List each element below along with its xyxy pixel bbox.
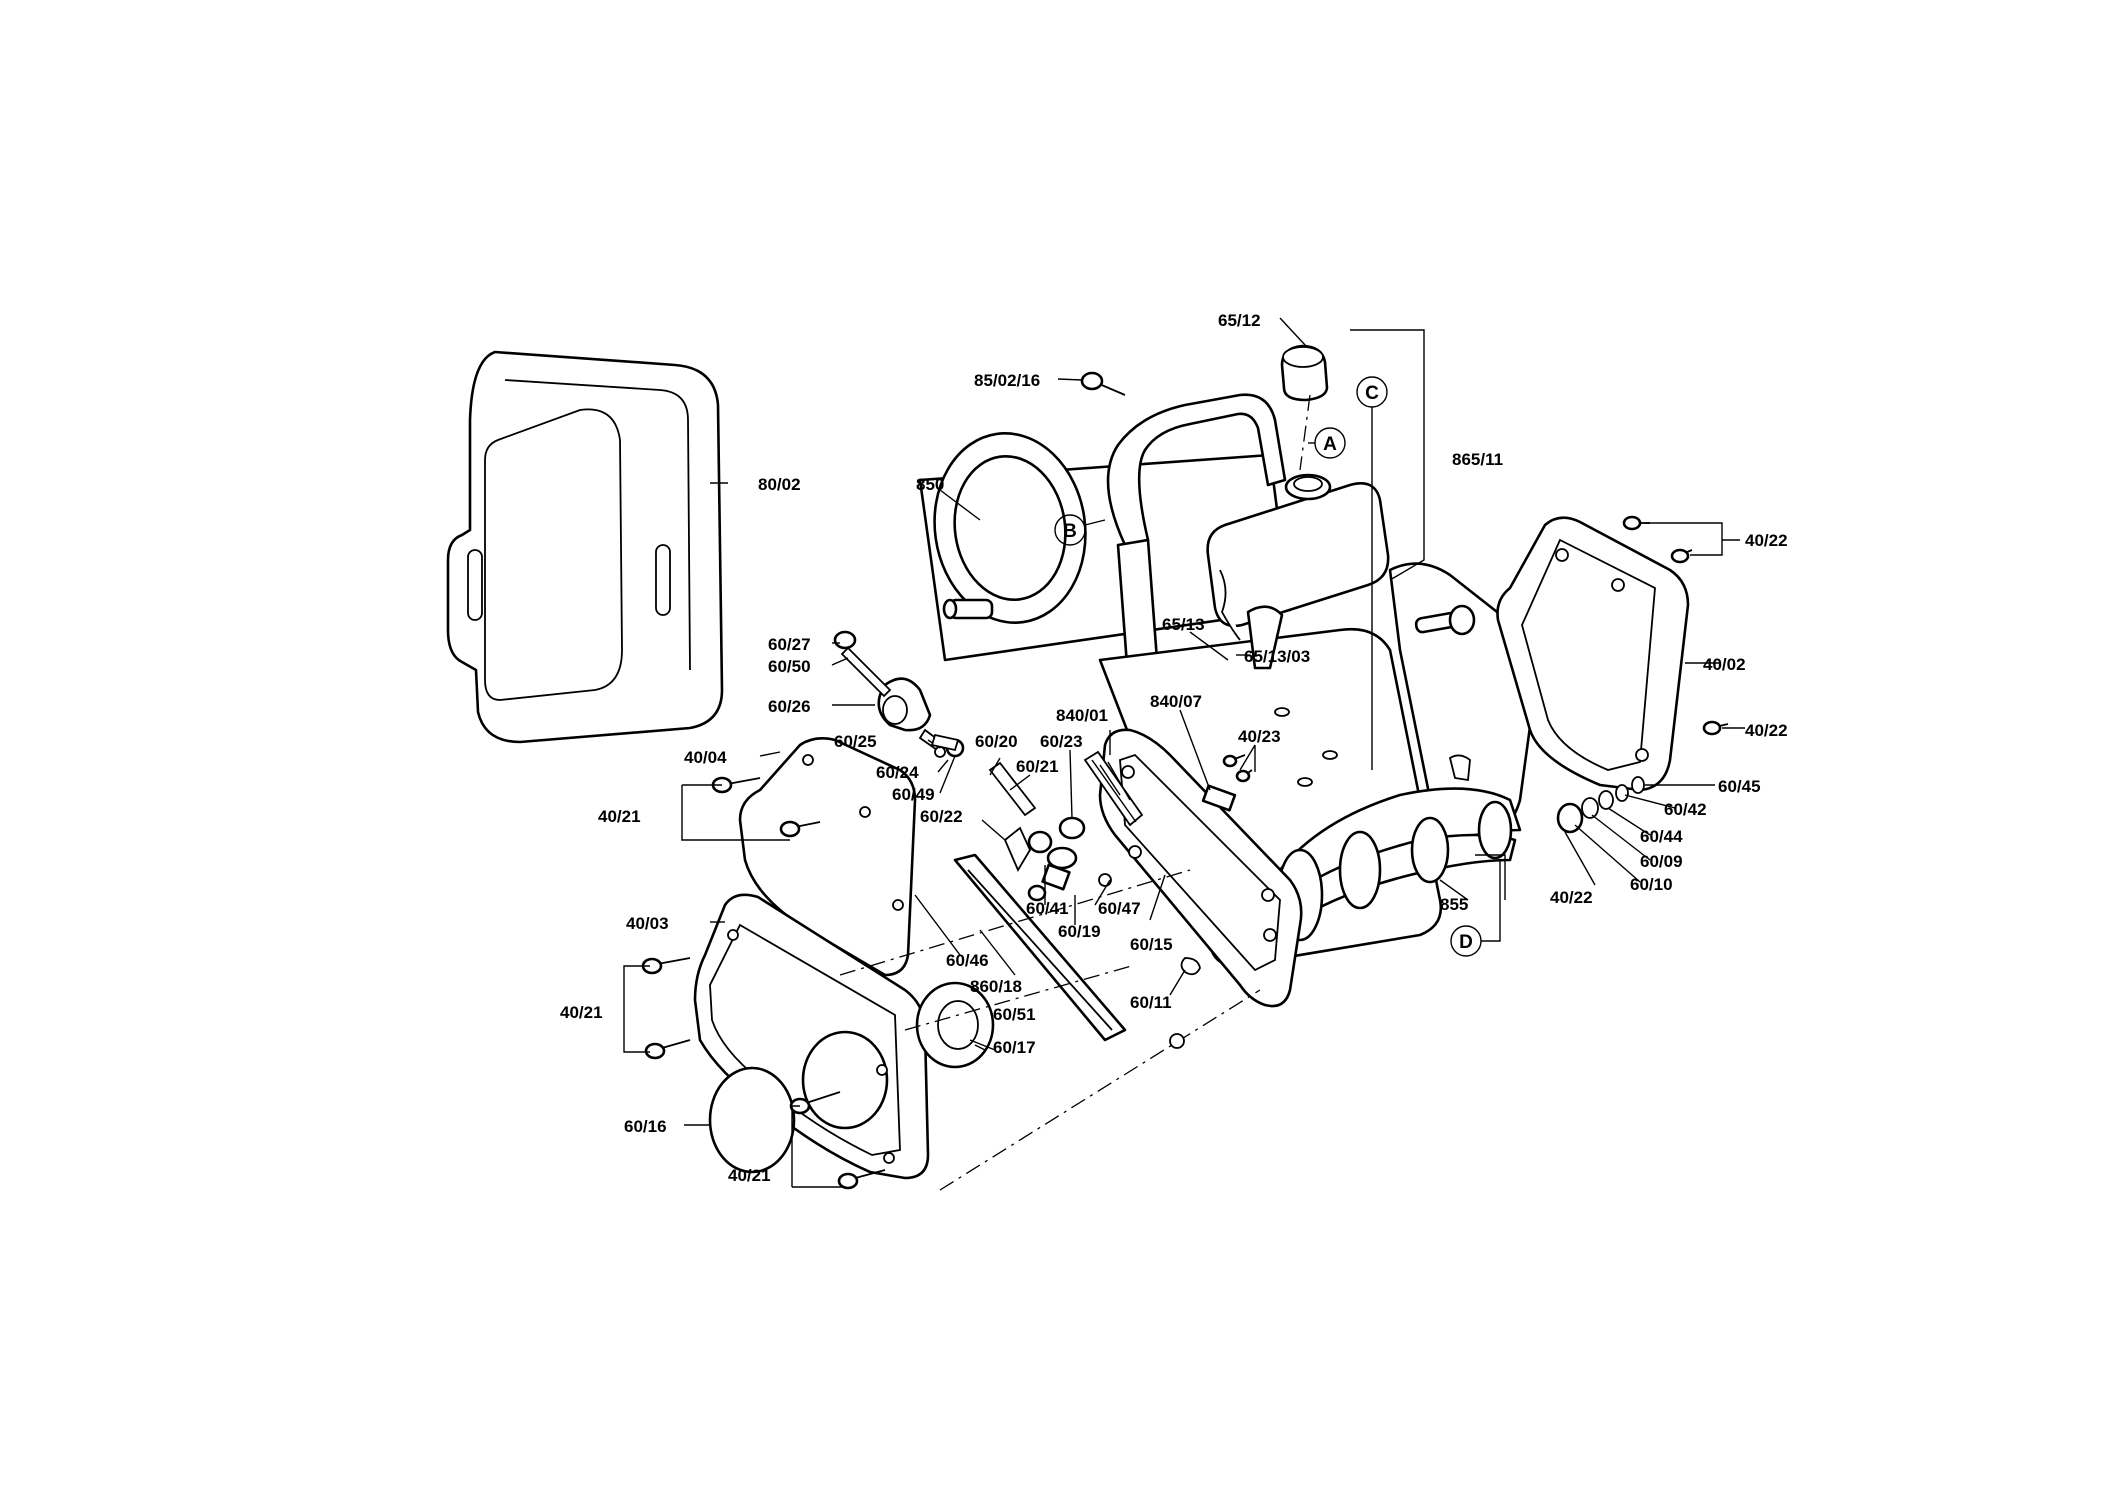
label-60-23: 60/23 [1040,732,1083,751]
fuel-tank [1206,473,1390,628]
label-850: 850 [916,475,944,494]
label-60-19: 60/19 [1058,922,1101,941]
label-860-18: 860/18 [970,977,1022,996]
assembly-center-lines [839,394,1311,1191]
marker-b: B [1054,514,1106,546]
label-855: 855 [1440,895,1468,914]
label-840-01: 840/01 [1056,706,1108,725]
bottom-blade-bar [953,853,1127,1042]
label-60-50: 60/50 [768,657,811,676]
left-side-plate [1098,728,1303,1008]
left-outer-cover [693,893,930,1180]
label-40-23: 40/23 [1238,727,1281,746]
label-65-12: 65/12 [1218,311,1261,330]
leader-lines [623,317,1745,1188]
label-60-45: 60/45 [1718,777,1761,796]
label-60-25: 60/25 [834,732,877,751]
label-60-42: 60/42 [1664,800,1707,819]
label-60-17: 60/17 [993,1038,1036,1057]
label-60-26: 60/26 [768,697,811,716]
marker-a: A [1308,427,1346,459]
screws [641,371,1729,1190]
label-40-02: 40/02 [1703,655,1746,674]
label-40-03: 40/03 [626,914,669,933]
right-side-cover [1496,516,1690,792]
label-60-16: 60/16 [624,1117,667,1136]
cutting-cylinder [1276,787,1522,942]
marker-d: D [1450,860,1501,957]
grass-box-cover [446,350,724,744]
marker-d-label: D [1459,932,1473,953]
small-fixings [930,733,1185,1049]
label-40-22-top: 40/22 [1745,531,1788,550]
label-840-07: 840/07 [1150,692,1202,711]
label-60-24: 60/24 [876,763,919,782]
label-40-21-lower: 40/21 [728,1166,771,1185]
marker-a-label: A [1323,434,1337,455]
label-80-02: 80/02 [758,475,801,494]
label-60-51: 60/51 [993,1005,1036,1024]
label-40-22-low: 40/22 [1550,888,1593,907]
rear-roller [918,432,1292,662]
label-65-13-03: 65/13/03 [1244,647,1310,666]
label-60-11: 60/11 [1130,993,1172,1012]
left-gear-cover [738,737,917,977]
label-60-47: 60/47 [1098,899,1141,918]
marker-c: C [1356,376,1388,770]
label-40-21-middle: 40/21 [560,1003,603,1022]
label-60-22: 60/22 [920,807,963,826]
label-60-10: 60/10 [1630,875,1673,894]
springs-and-hardware [934,569,1645,976]
label-60-09: 60/09 [1640,852,1683,871]
disc-cover [708,1066,796,1174]
label-60-21-top: 60/21 [1016,757,1059,776]
label-60-27: 60/27 [768,635,811,654]
part-labels: 65/12 85/02/16 865/11 80/02 850 40/22 40… [560,311,1788,1185]
label-60-44: 60/44 [1640,827,1683,846]
tank-cap [1280,344,1329,402]
label-60-49: 60/49 [892,785,935,804]
label-65-13: 65/13 [1162,615,1205,634]
label-865-11: 865/11 [1452,450,1503,469]
large-washer [915,981,995,1069]
label-40-21-upper: 40/21 [598,807,641,826]
label-40-22-mid: 40/22 [1745,721,1788,740]
label-40-04: 40/04 [684,748,727,767]
label-60-15: 60/15 [1130,935,1173,954]
label-85-02-16: 85/02/16 [974,371,1040,390]
label-60-20: 60/20 [975,732,1018,751]
marker-b-label: B [1063,521,1077,542]
label-60-46: 60/46 [946,951,989,970]
label-60-41: 60/41 [1026,899,1069,918]
marker-c-label: C [1365,383,1379,404]
